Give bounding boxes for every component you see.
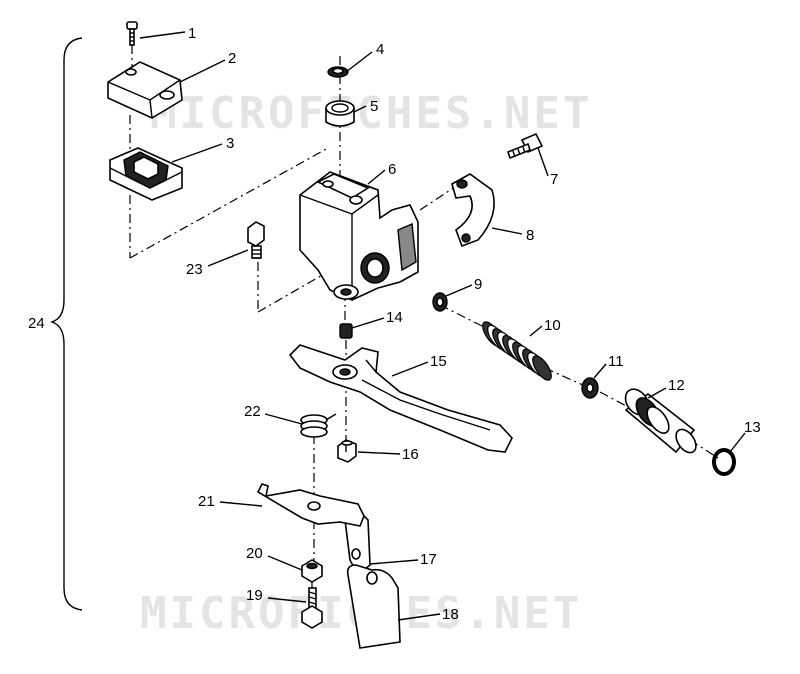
part-13-oring: [712, 448, 736, 476]
callout-12: 12: [668, 377, 685, 394]
callout-6: 6: [388, 161, 396, 178]
part-4-seal: [327, 66, 349, 78]
part-5-bushing: [325, 100, 355, 127]
part-23-bolt: [247, 221, 265, 259]
callout-14: 14: [386, 309, 403, 326]
callout-23: 23: [186, 261, 203, 278]
part-12-piston: [624, 388, 697, 454]
part-8-clamp: [451, 173, 495, 248]
callout-24: 24: [28, 315, 45, 332]
callout-1: 1: [188, 25, 196, 42]
part-3-diaphragm: [109, 147, 183, 201]
part-21-plate: [256, 483, 365, 527]
part-2-cover: [107, 61, 183, 119]
part-1-screw: [126, 21, 138, 46]
callout-21: 21: [198, 493, 215, 510]
part-18-pad: [346, 564, 401, 649]
callout-9: 9: [474, 276, 482, 293]
callout-10: 10: [544, 317, 561, 334]
callout-13: 13: [744, 419, 761, 436]
callout-4: 4: [376, 41, 384, 58]
callout-3: 3: [226, 135, 234, 152]
callout-18: 18: [442, 606, 459, 623]
callout-15: 15: [430, 353, 447, 370]
callout-20: 20: [246, 545, 263, 562]
watermark-top: MICROFICHES.NET: [150, 88, 592, 139]
part-22-spring: [300, 413, 337, 438]
part-9-washer: [432, 292, 448, 312]
part-15-lever: [288, 344, 513, 453]
callout-5: 5: [370, 98, 378, 115]
part-11-washer: [581, 377, 599, 399]
callout-22: 22: [244, 403, 261, 420]
part-17-bracket: [344, 508, 371, 577]
callout-16: 16: [402, 446, 419, 463]
spring-coil: [532, 355, 552, 381]
assembly-bracket: [49, 37, 83, 611]
part-6-master-cylinder: [299, 171, 419, 301]
callout-7: 7: [550, 171, 558, 188]
part-7-bolt: [507, 132, 544, 160]
part-20-nut: [301, 559, 323, 583]
callout-17: 17: [420, 551, 437, 568]
callout-19: 19: [246, 587, 263, 604]
part-14-insert: [339, 323, 353, 339]
callout-2: 2: [228, 50, 236, 67]
part-19-screw: [301, 587, 323, 629]
callout-8: 8: [526, 227, 534, 244]
leader-lines: [139, 31, 746, 621]
callout-11: 11: [608, 353, 624, 370]
part-10-spring: [482, 321, 552, 381]
part-16-nut: [337, 439, 357, 463]
